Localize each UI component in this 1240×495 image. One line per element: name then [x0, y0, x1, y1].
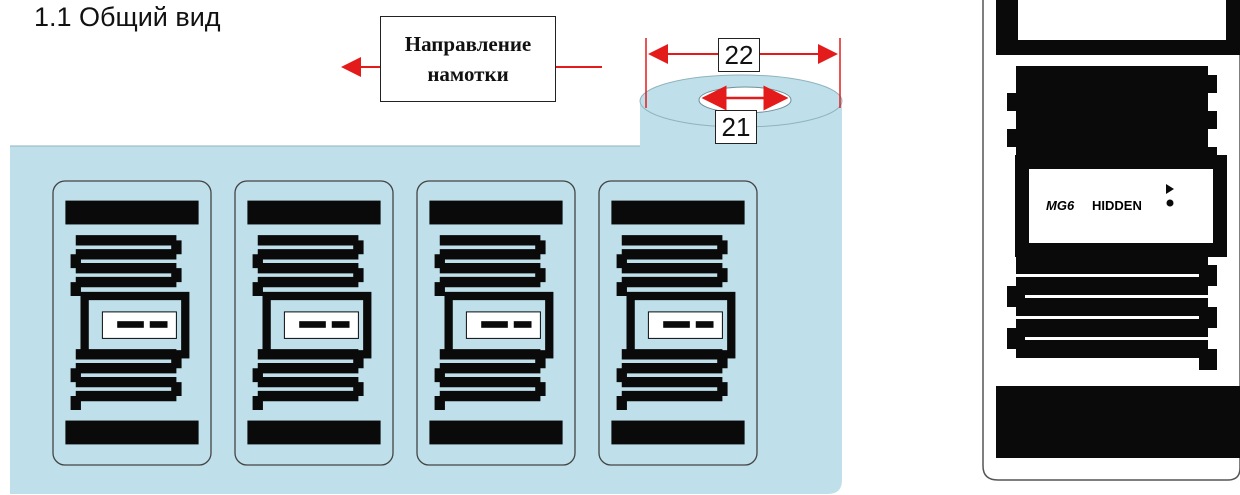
page-heading: 1.1 Общий вид: [34, 2, 221, 32]
outer-diameter-label: 22: [718, 38, 760, 72]
rfid-label-3: [416, 180, 576, 466]
rfid-label-1: [52, 180, 212, 466]
dot-icon: [1166, 199, 1174, 207]
chip-text-left: MG6: [1046, 198, 1075, 213]
play-triangle-icon: [1166, 184, 1174, 194]
large-label: MG6 HIDDEN: [982, 0, 1240, 481]
winding-direction-box: Направление намотки: [380, 16, 556, 102]
inner-diameter-label: 21: [715, 110, 757, 144]
rfid-label-2: [234, 180, 394, 466]
rfid-label-4: [598, 180, 758, 466]
winding-direction-line2: намотки: [427, 62, 509, 86]
large-antenna: MG6 HIDDEN: [996, 0, 1240, 458]
winding-direction-line1: Направление: [404, 32, 532, 56]
chip-text-right: HIDDEN: [1092, 198, 1142, 213]
